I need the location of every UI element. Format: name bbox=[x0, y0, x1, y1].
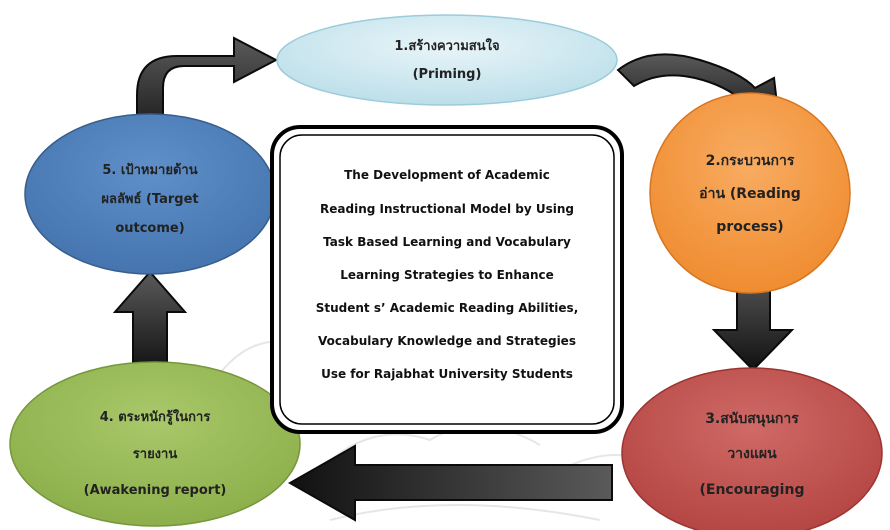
node-priming bbox=[276, 14, 618, 106]
node-priming-line1: 1.สร้างความสนใจ bbox=[394, 37, 499, 54]
arrow-target-to-priming bbox=[136, 36, 279, 149]
center-line-6: Vocabulary Knowledge and Strategies bbox=[318, 334, 576, 348]
node-awakening-line2: รายงาน bbox=[133, 447, 178, 462]
center-line-5: Student s’ Academic Reading Abilities, bbox=[316, 301, 579, 315]
node-encouraging-line1: 3.สนับสนุนการ bbox=[705, 411, 799, 427]
node-priming-line2: (Priming) bbox=[413, 67, 482, 82]
arrow-awakening-to-target bbox=[112, 270, 188, 373]
node-target-line3: outcome) bbox=[115, 221, 184, 236]
node-awakening-line3: (Awakening report) bbox=[84, 483, 227, 498]
center-title-text: The Development of Academic Reading Inst… bbox=[316, 168, 579, 381]
node-reading-line1: 2.กระบวนการ bbox=[706, 153, 795, 169]
center-title-box bbox=[270, 125, 624, 434]
node-reading-line3: process) bbox=[716, 219, 783, 235]
node-awakening bbox=[9, 361, 301, 527]
node-encouraging-line3: (Encouraging bbox=[700, 482, 805, 498]
center-line-1: The Development of Academic bbox=[344, 168, 550, 182]
center-line-7: Use for Rajabhat University Students bbox=[321, 367, 573, 381]
center-line-3: Task Based Learning and Vocabulary bbox=[323, 235, 571, 249]
node-awakening-line1: 4. ตระหนักรู้ในการ bbox=[100, 408, 211, 425]
center-line-4: Learning Strategies to Enhance bbox=[340, 268, 554, 282]
node-target-line1: 5. เป้าหมายด้าน bbox=[102, 162, 197, 178]
node-reading bbox=[649, 92, 851, 294]
node-target-line2: ผลลัพธ์ (Target bbox=[101, 191, 198, 207]
arrow-encouraging-to-awakening bbox=[287, 444, 613, 522]
node-encouraging bbox=[621, 367, 883, 530]
node-encouraging-line2: วางแผน bbox=[727, 446, 777, 462]
node-reading-line2: อ่าน (Reading bbox=[699, 186, 801, 202]
center-line-2: Reading Instructional Model by Using bbox=[320, 202, 574, 216]
